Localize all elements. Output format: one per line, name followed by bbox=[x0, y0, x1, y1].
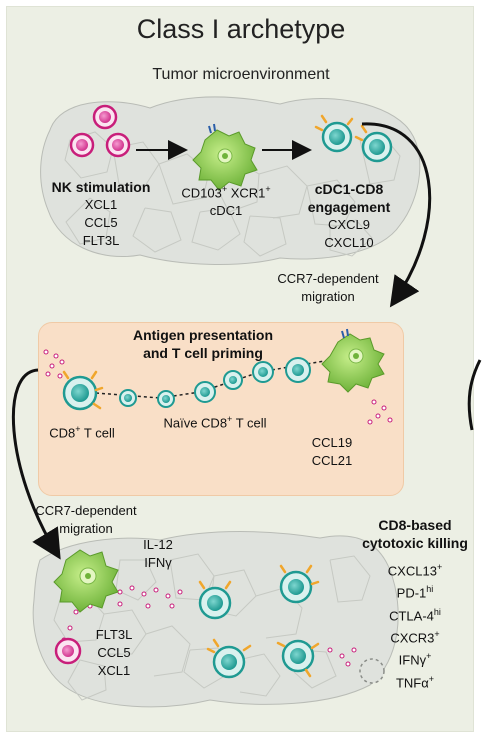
bottom-tissue-cells bbox=[53, 553, 371, 701]
cdc1-marker2-sup: + bbox=[265, 184, 271, 194]
nk-stimulation-heading: NK stimulation bbox=[51, 179, 151, 195]
flt3l-list: FLT3L CCL5 XCL1 bbox=[86, 626, 142, 680]
cdc1-marker-sup: + bbox=[221, 184, 228, 194]
cd8-killing-heading-1: CD8-based bbox=[378, 517, 452, 533]
nk-cells bbox=[69, 104, 131, 158]
flt3l-item: FLT3L bbox=[95, 627, 133, 642]
marker-sup: + bbox=[436, 562, 443, 572]
arrow-migration-left bbox=[11, 368, 61, 560]
marker-item: IFNγ+ bbox=[352, 647, 478, 669]
arrow-migration-right bbox=[361, 122, 432, 308]
cdc1-cell-bottom bbox=[53, 549, 119, 613]
tumor-microenvironment-label: Tumor microenvironment bbox=[152, 66, 330, 83]
chemokine-item: CCL21 bbox=[311, 453, 353, 468]
nk-item: FLT3L bbox=[82, 233, 120, 248]
marker-sup: hi bbox=[426, 584, 434, 595]
il12-ifng-label: IL-12 IFNγ bbox=[128, 536, 188, 572]
flt3l-item: CCL5 bbox=[97, 645, 131, 660]
engagement-item: CXCL9 bbox=[328, 217, 370, 232]
dying-cell bbox=[359, 658, 385, 684]
ccr7-left-line1: CCR7-dependent bbox=[35, 503, 137, 518]
cd8-cells-top bbox=[314, 114, 393, 163]
chemokine-item: CCL19 bbox=[311, 435, 353, 450]
naive-cd8-text: Naïve CD8 bbox=[163, 415, 228, 431]
cdc1-name: cDC1 bbox=[209, 203, 243, 219]
ccr7-right-line1: CCR7-dependent bbox=[277, 271, 379, 286]
marker-name: PD-1 bbox=[396, 585, 427, 601]
engagement-heading-2: engagement bbox=[307, 199, 391, 215]
naive-cd8-sup: + bbox=[227, 414, 233, 424]
ccr7-right-line2: migration bbox=[301, 289, 355, 304]
nk-stimulation-block: NK stimulation XCL1 CCL5 FLT3L bbox=[38, 178, 164, 250]
marker-item: PD-1hi bbox=[352, 580, 478, 602]
marker-sup: hi bbox=[433, 606, 441, 617]
cdc1-marker2: XCR1 bbox=[227, 185, 266, 201]
nk-cell-bottom bbox=[54, 637, 82, 665]
cd8-t-cell-suffix: T cell bbox=[80, 425, 115, 441]
marker-name: TNFα bbox=[395, 674, 429, 690]
ifng-text: IFNγ bbox=[144, 555, 172, 570]
ccr7-migration-left-label: CCR7-dependent migration bbox=[26, 502, 146, 538]
antigen-presentation-heading: Antigen presentation and T cell priming bbox=[108, 326, 298, 362]
cdc1-cd8-engagement: cDC1-CD8 engagement CXCL9 CXCL10 bbox=[292, 180, 406, 252]
nk-item: CCL5 bbox=[84, 215, 118, 230]
il12-text: IL-12 bbox=[143, 537, 173, 552]
figure-title: Class I archetype bbox=[136, 14, 346, 44]
marker-item: CTLA-4hi bbox=[352, 603, 478, 625]
antigen-heading-line2: and T cell priming bbox=[143, 345, 263, 361]
marker-name: IFNγ bbox=[398, 652, 427, 668]
marker-sup: + bbox=[428, 673, 435, 684]
naive-cd8-suffix: T cell bbox=[232, 415, 267, 431]
marker-item: TNFα+ bbox=[352, 670, 478, 692]
antigen-heading-line1: Antigen presentation bbox=[132, 327, 273, 343]
cd8-cells-bottom bbox=[198, 564, 320, 679]
marker-name: CXCR3 bbox=[390, 630, 435, 646]
marker-name: CTLA-4 bbox=[389, 607, 434, 623]
cd8-killing-heading-2: cytotoxic killing bbox=[362, 535, 468, 551]
ccr7-left-line2: migration bbox=[59, 521, 113, 536]
nk-item: XCL1 bbox=[84, 197, 118, 212]
marker-sup: + bbox=[434, 628, 440, 639]
marker-item: CXCR3+ bbox=[352, 625, 478, 647]
cd8-t-cell-text: CD8 bbox=[49, 425, 76, 441]
edge-arrow-partial bbox=[467, 359, 482, 431]
marker-item: CXCL13+ bbox=[352, 558, 478, 580]
cdc1-cell-top bbox=[192, 123, 258, 191]
naive-cd8-label: Naïve CD8+ T cell bbox=[150, 410, 280, 432]
cd8-killing-block: CD8-based cytotoxic killing CXCL13+ PD-1… bbox=[352, 516, 478, 692]
engagement-heading-1: cDC1-CD8 bbox=[314, 181, 384, 197]
cd8-t-cell-sup: + bbox=[75, 424, 81, 434]
cdc1-label: CD103+ XCR1+ cDC1 bbox=[166, 180, 286, 220]
ccr7-migration-right-label: CCR7-dependent migration bbox=[268, 270, 388, 306]
marker-name: CXCL13 bbox=[387, 563, 437, 579]
engagement-item: CXCL10 bbox=[324, 235, 374, 250]
marker-sup: + bbox=[426, 651, 432, 662]
cd8-t-cell-label: CD8+ T cell bbox=[40, 420, 124, 442]
flt3l-item: XCL1 bbox=[97, 663, 131, 678]
cdc1-marker: CD103 bbox=[181, 185, 222, 201]
ccl-chemokines: CCL19 CCL21 bbox=[300, 434, 364, 470]
